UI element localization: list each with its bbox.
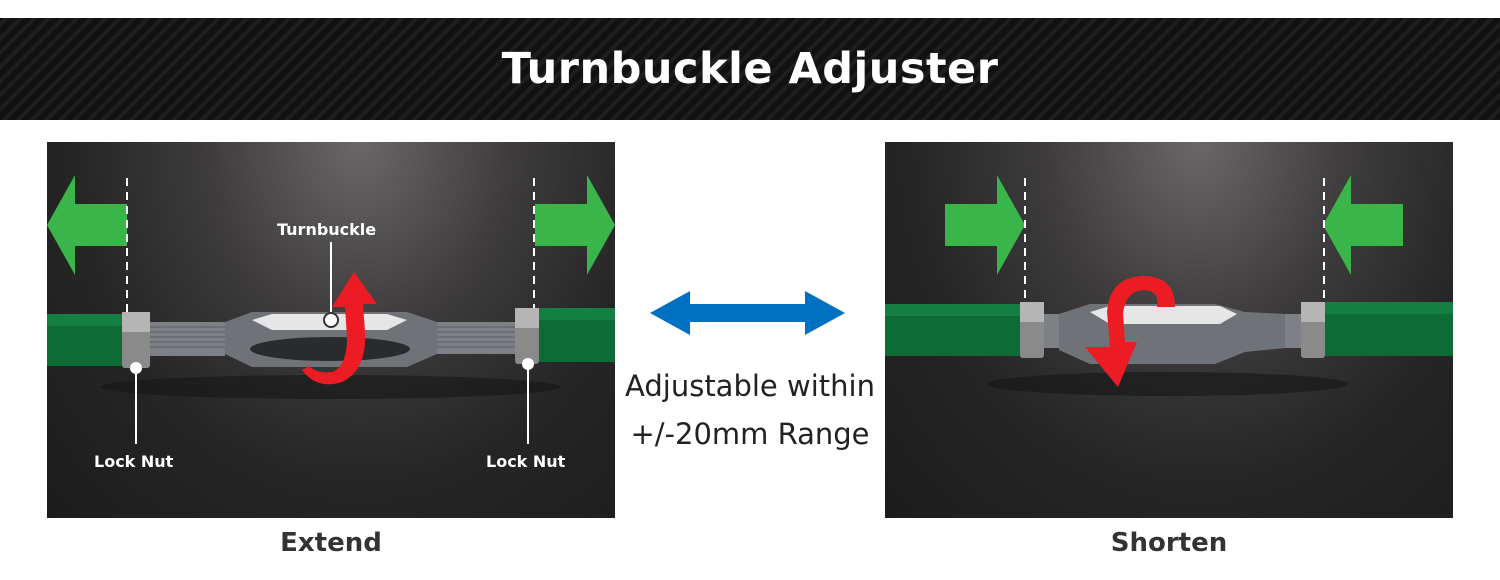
lock-nut-left-label: Lock Nut [94,452,174,471]
lock-nut-right-label: Lock Nut [486,452,566,471]
thread-left [150,322,225,356]
green-arrow-right-outward-icon [535,175,615,275]
page-title: Turnbuckle Adjuster [501,44,999,94]
red-rotation-arrow-up-icon [302,272,377,385]
shorten-caption: Shorten [1110,528,1228,558]
range-line-2: +/-20mm Range [630,417,870,451]
turnbuckle-callout-dot [323,312,339,328]
shorten-photo-panel [885,142,1453,518]
range-description: Adjustable within +/-20mm Range [615,362,885,458]
green-arrow-right-inward-icon [1323,175,1403,275]
range-line-1: Adjustable within [625,369,875,403]
double-headed-arrow-icon [650,291,845,335]
shorten-illustration [885,175,1453,396]
green-arrow-left-outward-icon [47,175,127,275]
extend-caption: Extend [280,528,382,558]
lock-nut-right-callout-dot [522,358,534,370]
adjustment-range-info: Adjustable within +/-20mm Range [615,280,885,460]
extend-photo-panel: Turnbuckle Lock Nut Lock Nut [47,142,615,518]
header-banner: Turnbuckle Adjuster [0,18,1500,120]
red-rotation-arrow-down-icon [1085,276,1175,387]
lock-nut-left-callout-dot [130,362,142,374]
extend-illustration [47,175,615,444]
green-arrow-left-inward-icon [945,175,1025,275]
turnbuckle-label: Turnbuckle [277,220,377,239]
